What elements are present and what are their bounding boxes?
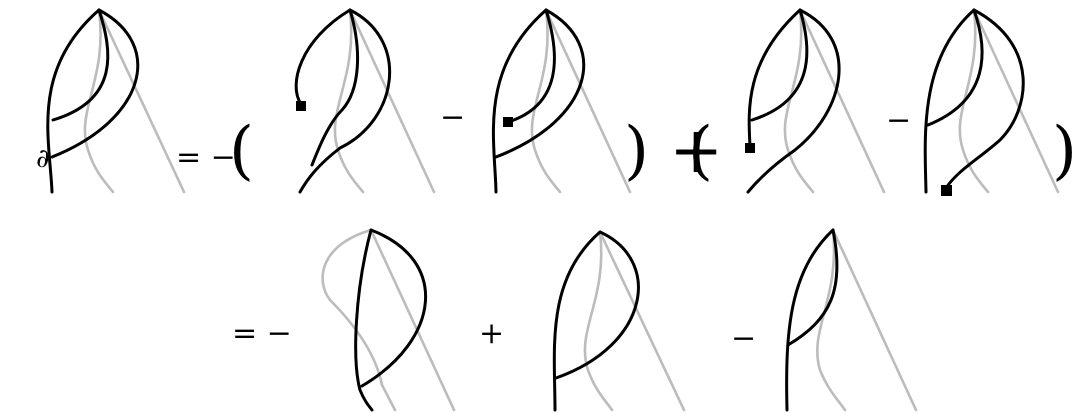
- strand-inner: [926, 8, 984, 127]
- strand-outer: [746, 8, 841, 194]
- gray-strand: [958, 8, 990, 194]
- strand-left: [491, 8, 548, 194]
- diagram-2: [294, 8, 436, 194]
- gray-strand: [97, 8, 186, 194]
- gray-strand: [544, 8, 632, 194]
- gray-strand: [380, 383, 397, 412]
- boundary-operator: ∂: [36, 144, 49, 174]
- strand-outer-cut: [944, 8, 1025, 190]
- minus-2: −: [886, 103, 911, 138]
- strand-left-cut: [747, 8, 802, 148]
- strand-outer: [298, 8, 392, 194]
- gray-strand: [598, 230, 686, 412]
- strand-inner: [310, 8, 359, 167]
- strand-inner: [750, 8, 809, 122]
- gray-strand: [321, 228, 384, 387]
- gray-strand: [972, 8, 1060, 194]
- gray-strand: [333, 8, 365, 194]
- diagram-6: [321, 228, 456, 412]
- gray-strand: [815, 228, 847, 412]
- gray-strand: [530, 8, 562, 194]
- strand-outer: [554, 230, 640, 380]
- strand-outer: [360, 228, 427, 388]
- strand-cut: [294, 8, 352, 106]
- strand-outer: [50, 8, 140, 159]
- strand-inner: [51, 8, 110, 122]
- close-paren-plus: ) +: [624, 114, 723, 188]
- strand-left: [923, 8, 976, 194]
- gray-strand: [583, 230, 614, 412]
- diagram-3: [491, 8, 632, 194]
- endpoint-marker: [941, 185, 952, 196]
- strand-inner-cut: [506, 8, 556, 124]
- endpoint-marker: [503, 117, 513, 127]
- close-paren-2: ): [1052, 114, 1076, 188]
- endpoint-marker: [296, 101, 306, 111]
- minus: −: [731, 321, 756, 356]
- diagram-lhs: [46, 8, 186, 194]
- strand-left: [785, 228, 835, 412]
- open-paren-2: (: [688, 114, 713, 188]
- strand-left: [46, 8, 101, 194]
- strand-inner: [786, 228, 839, 347]
- strand-outer: [494, 8, 586, 159]
- gray-strand: [348, 8, 436, 194]
- open-paren-1: (: [229, 114, 254, 188]
- gray-strand: [783, 8, 815, 194]
- diagram-4: [745, 8, 886, 194]
- equals-minus-2: = −: [232, 316, 292, 351]
- gray-strand: [369, 228, 456, 412]
- plus: +: [479, 316, 504, 351]
- gray-strand: [798, 8, 886, 194]
- endpoint-marker: [745, 143, 755, 153]
- diagram-5: [923, 8, 1060, 196]
- diagram-8: [785, 228, 918, 412]
- gray-strand: [831, 228, 918, 412]
- strand-left: [354, 228, 374, 412]
- strand-left: [552, 230, 602, 412]
- diagram-7: [552, 230, 686, 412]
- minus-1: −: [440, 100, 465, 135]
- gray-strand: [83, 8, 115, 194]
- equals-minus-1: = −: [176, 140, 236, 175]
